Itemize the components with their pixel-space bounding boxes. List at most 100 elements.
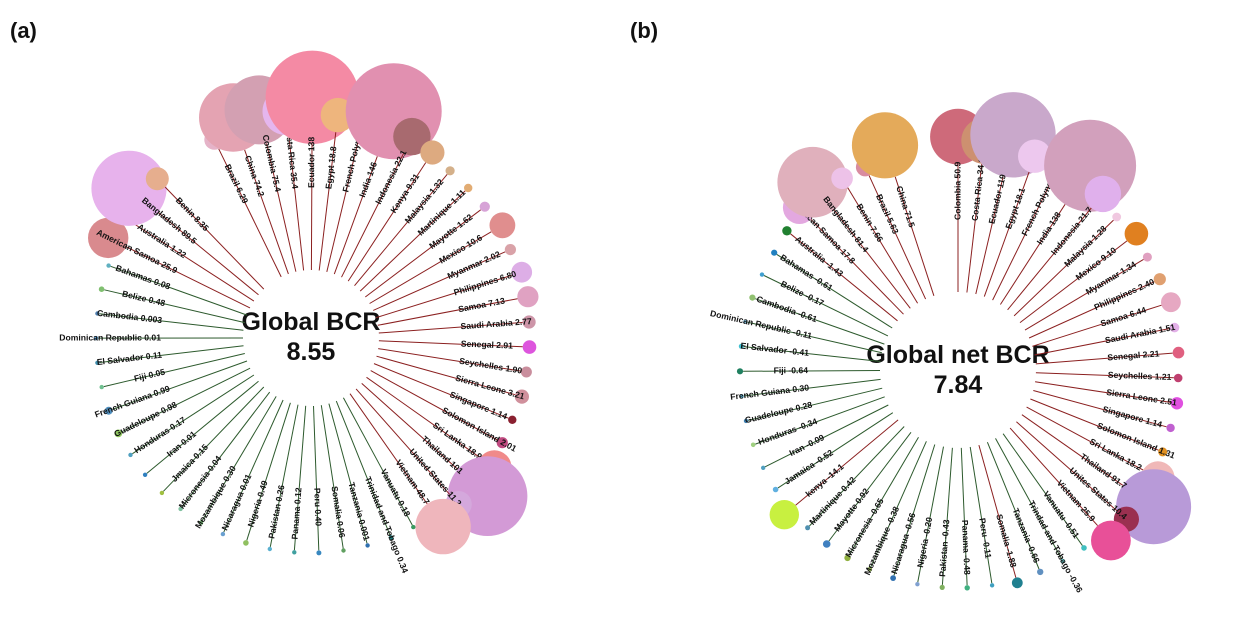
spoke-martinique: [359, 190, 466, 292]
spoke-jamaica: [777, 412, 894, 489]
bubble-micronesia: [178, 506, 183, 512]
spoke-iran: [146, 380, 259, 474]
bubble-tanzania: [1037, 568, 1044, 576]
label-cambodia: Cambodia 0.003: [97, 308, 163, 325]
label-ecuador: Ecuador 138: [306, 137, 316, 188]
bubble-el-salvador: [738, 343, 744, 349]
bubble-pakistan: [267, 546, 272, 552]
spoke-mexico: [369, 231, 492, 304]
spoke-bangladesh: [157, 211, 259, 296]
bubble-sierra-leone: [1170, 397, 1184, 410]
label-sierra-leone: Sierra Leone 2.51: [1106, 387, 1178, 408]
bubble-tanzania: [365, 543, 370, 548]
spoke-ecuador: [975, 176, 1004, 295]
label-somalia: Somalia 0.06: [329, 485, 347, 538]
spoke-fiji: [743, 370, 881, 372]
spoke-mozambique: [201, 396, 277, 522]
spoke-malaysia: [1013, 219, 1114, 317]
bubble-somalia: [341, 548, 346, 553]
label-saudi-arabia: Saudi Arabia 2.77: [460, 316, 532, 331]
bubble-saudi-arabia: [522, 315, 536, 329]
spoke-ecuador: [310, 143, 313, 271]
bubble-martinique: [805, 525, 811, 531]
bubble-mayotte: [479, 201, 490, 212]
spoke-colombia: [266, 143, 297, 272]
spoke-australia: [131, 222, 255, 302]
spoke-solomon-island: [370, 370, 498, 441]
bubble-kenya: [420, 140, 445, 165]
bubble-kenya: [769, 500, 799, 530]
bubble-micronesia: [844, 554, 851, 562]
bubble-el-salvador: [95, 360, 100, 365]
spoke-tanzania: [328, 403, 368, 544]
bubble-jamaica: [772, 486, 779, 493]
bubble-benin: [831, 167, 853, 190]
label-panama: Panama -0.48: [960, 520, 972, 576]
label-el-salvador: El Salvador 0.11: [96, 350, 162, 367]
label-peru: Peru 0.40: [312, 488, 323, 527]
spoke-thailand: [1021, 414, 1124, 486]
bubble-bangladesh: [777, 146, 848, 218]
spoke-seychelles: [1035, 372, 1174, 379]
bubble-somalia: [1011, 577, 1023, 589]
panel-a-label: (a): [10, 18, 37, 43]
spoke-senegal: [378, 340, 523, 348]
bubble-belize: [98, 286, 105, 293]
spoke-tanzania: [986, 442, 1040, 570]
spoke-costa-rica: [966, 163, 983, 293]
label-samoa: Samoa 7.13: [457, 295, 506, 314]
bubble-myanmar: [504, 244, 516, 256]
label-saudi-arabia: Saudi Arabia 1.51: [1104, 322, 1176, 346]
spoke-peru: [969, 446, 993, 584]
spoke-dominican-republic: [747, 321, 883, 354]
bubble-singapore: [1166, 423, 1175, 433]
spoke-panama: [960, 447, 968, 586]
bubble-vanuatu: [1081, 545, 1087, 551]
bubble-honduras: [128, 452, 133, 458]
spoke-nigeria: [246, 402, 291, 541]
spoke-honduras: [132, 374, 255, 455]
bubble-malaysia: [1112, 212, 1122, 222]
bubble-bangladesh: [91, 150, 167, 226]
spoke-united-states: [355, 388, 451, 495]
spoke-pakistan: [269, 404, 299, 547]
bubble-samoa: [1161, 292, 1181, 313]
label-nigeria: Nigeria 0.49: [246, 479, 270, 528]
label-samoa: Samoa 6.44: [1099, 305, 1147, 329]
spoke-micronesia: [181, 391, 271, 508]
bubble-philippines: [1153, 273, 1166, 286]
spoke-unites-states: [1016, 421, 1118, 512]
spoke-vietnam: [349, 393, 428, 505]
bubble-australia: [782, 226, 792, 236]
spoke-vanuatu: [1002, 433, 1083, 546]
spoke-china: [244, 149, 289, 275]
bubble-solomon-island: [496, 437, 508, 449]
spoke-costa-rica: [288, 134, 305, 271]
label-brazil: Brazil 6.29: [223, 162, 251, 205]
spoke-nigeria: [917, 446, 944, 583]
spoke-honduras: [755, 396, 885, 445]
spoke-australia: [790, 233, 898, 322]
label-ecuador: Ecuador 119: [987, 173, 1008, 225]
spoke-kenya: [347, 162, 427, 282]
spoke-senegal: [1035, 352, 1173, 365]
spoke-china: [894, 176, 935, 296]
bubble-fiji: [99, 384, 104, 390]
spoke-somalia: [978, 444, 1017, 578]
label-seychelles: Seychelles 1.21: [1108, 370, 1172, 382]
spoke-iran: [764, 404, 889, 468]
label-colombia: Colombia 75.4: [261, 134, 284, 193]
spoke-nicaragua: [893, 444, 936, 576]
bubble-peru: [316, 550, 322, 556]
bubble-seychelles: [1173, 373, 1183, 383]
spoke-egypt: [318, 132, 337, 271]
spoke-egypt: [983, 171, 1030, 297]
bubble-mexico: [1124, 221, 1149, 246]
bubble-china: [851, 112, 919, 179]
spoke-saudi-arabia: [1034, 328, 1170, 356]
spoke-samoa: [1032, 304, 1162, 347]
spoke-jmaica: [163, 386, 265, 492]
bubble-indonesia: [393, 117, 431, 156]
spoke-benin: [847, 187, 919, 304]
